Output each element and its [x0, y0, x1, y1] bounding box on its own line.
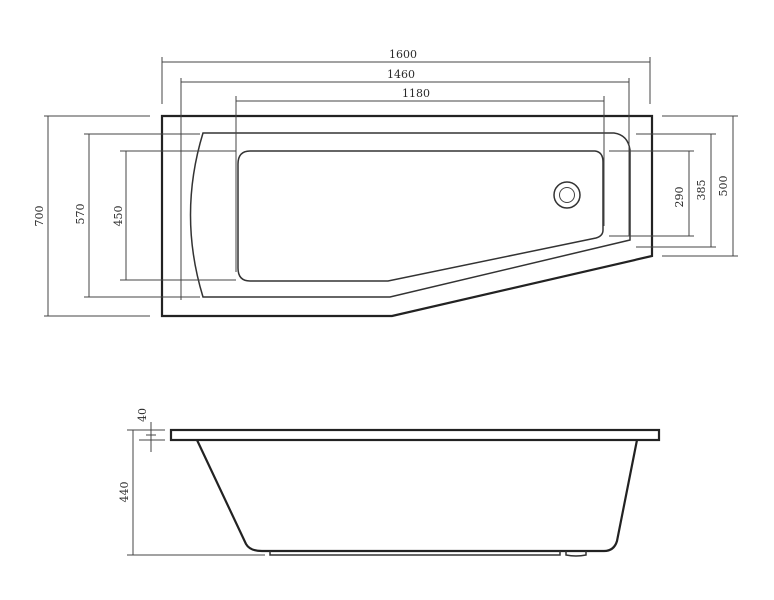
- top-view: 1600 1460 1180 700 570: [33, 48, 738, 318]
- dim-right-inner: 290: [609, 150, 694, 237]
- dim-label-1180: 1180: [402, 87, 430, 100]
- dim-label-290: 290: [673, 187, 686, 208]
- tub-rim-inner-outline: [189, 132, 631, 298]
- dim-right-mid: 385: [636, 133, 716, 248]
- dim-overall-length: 1600: [161, 48, 651, 104]
- dim-length-mid: 1460: [180, 68, 630, 300]
- dim-inner-length: 1180: [235, 87, 605, 272]
- dim-right-outer: 500: [662, 115, 738, 257]
- tub-outer-outline: [160, 114, 654, 318]
- tub-rim-side: [169, 428, 661, 442]
- tub-basin-outline: [237, 150, 604, 282]
- drain-outer: [553, 181, 581, 209]
- dim-label-700: 700: [33, 206, 46, 227]
- tub-body-side: [196, 439, 639, 553]
- dim-overall-width: 700: [33, 115, 150, 317]
- dim-label-1600: 1600: [389, 48, 417, 61]
- dim-label-1460: 1460: [387, 68, 415, 81]
- dim-label-450: 450: [112, 206, 125, 227]
- dim-width-mid: 570: [74, 133, 200, 298]
- dim-depth: 440: [118, 429, 265, 556]
- dim-label-570: 570: [74, 204, 87, 225]
- dim-label-500: 500: [717, 176, 730, 197]
- tub-feet: [269, 551, 587, 557]
- dim-label-440: 440: [118, 482, 131, 503]
- dim-label-40: 40: [136, 408, 149, 422]
- dim-label-385: 385: [695, 180, 708, 201]
- drain-inner: [559, 187, 575, 203]
- side-view: 40 440: [118, 408, 661, 557]
- dim-inner-width: 450: [112, 150, 236, 281]
